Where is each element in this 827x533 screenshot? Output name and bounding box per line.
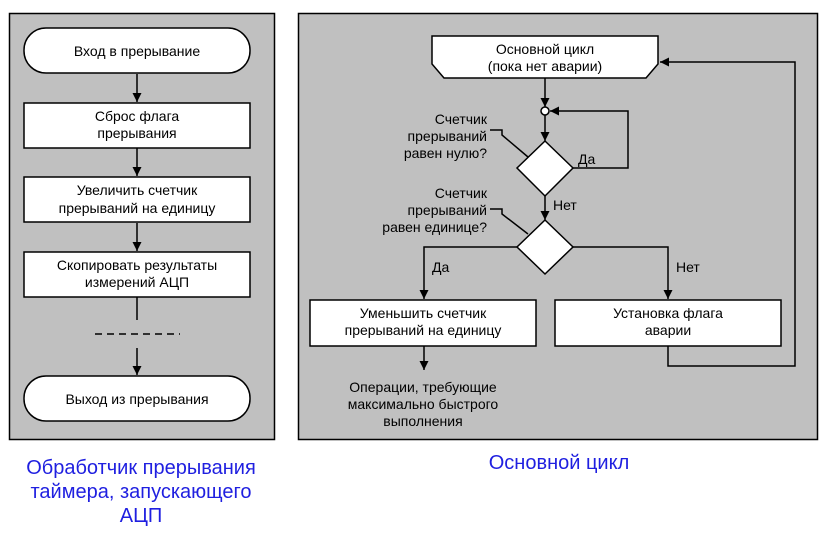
ops-line3: выполнения (383, 413, 462, 429)
isr-exit-terminator (23, 375, 251, 422)
isr-enter-label: Вход в прерывание (74, 43, 201, 59)
isr-copy-line2: измерений АЦП (85, 274, 189, 290)
main-loop-junction (540, 106, 550, 116)
isr-exit-label: Выход из прерывания (65, 391, 208, 407)
q1-callout-bracket (490, 129, 529, 158)
isr-reset-flag-line1: Сброс флага (95, 108, 180, 124)
q-zero-line2: прерываний (408, 128, 487, 144)
ops-line2: максимально быстрого (348, 396, 499, 412)
isr-reset-flag-line2: прерывания (97, 125, 176, 141)
main-loop-panel (297, 12, 819, 441)
q-one-diamond (515, 218, 575, 276)
decrement-box (309, 299, 537, 347)
ops-line1: Операции, требующие (349, 379, 497, 395)
yes2-label: Да (432, 259, 449, 275)
main-loop-caption: Основной цикл (489, 452, 630, 474)
q-one-line2: прерываний (408, 202, 487, 218)
q-one-line3: равен единице? (382, 219, 487, 235)
isr-caption-line2: таймера, запускающего (30, 481, 251, 503)
alarm-line2: аварии (645, 322, 691, 338)
q-zero-line1: Счетчик (435, 111, 488, 127)
isr-enter-terminator (23, 27, 251, 74)
main-yes2-branch (419, 246, 517, 299)
q-one-line1: Счетчик (435, 185, 488, 201)
isr-caption-line1: Обработчик прерывания (26, 457, 256, 479)
isr-reset-flag-box (23, 102, 251, 149)
main-loop-box (431, 35, 659, 79)
alarm-line1: Установка флага (613, 305, 723, 321)
alarm-box (554, 299, 782, 347)
q-zero-line3: равен нулю? (404, 145, 487, 161)
isr-copy-box (23, 251, 251, 298)
isr-panel (8, 12, 276, 441)
no1-label: Нет (553, 197, 577, 213)
main-loop-line2: (пока нет аварии) (488, 58, 602, 74)
main-alarm-return (660, 57, 796, 367)
yes1-label: Да (578, 151, 595, 167)
isr-increment-line2: прерываний на единицу (59, 200, 216, 216)
isr-caption-line3: АЦП (120, 505, 163, 527)
main-no2-branch (573, 246, 673, 299)
decrement-line1: Уменьшить счетчик (360, 305, 487, 321)
main-loop-line1: Основной цикл (496, 41, 594, 57)
isr-increment-box (23, 176, 251, 223)
q-zero-diamond (515, 139, 575, 198)
isr-increment-line1: Увеличить счетчик (77, 182, 198, 198)
no2-label: Нет (676, 259, 700, 275)
isr-copy-line1: Скопировать результаты (57, 257, 217, 273)
main-yes1-loopback (550, 106, 629, 169)
q2-callout-bracket (490, 208, 529, 235)
decrement-line2: прерываний на единицу (345, 322, 502, 338)
